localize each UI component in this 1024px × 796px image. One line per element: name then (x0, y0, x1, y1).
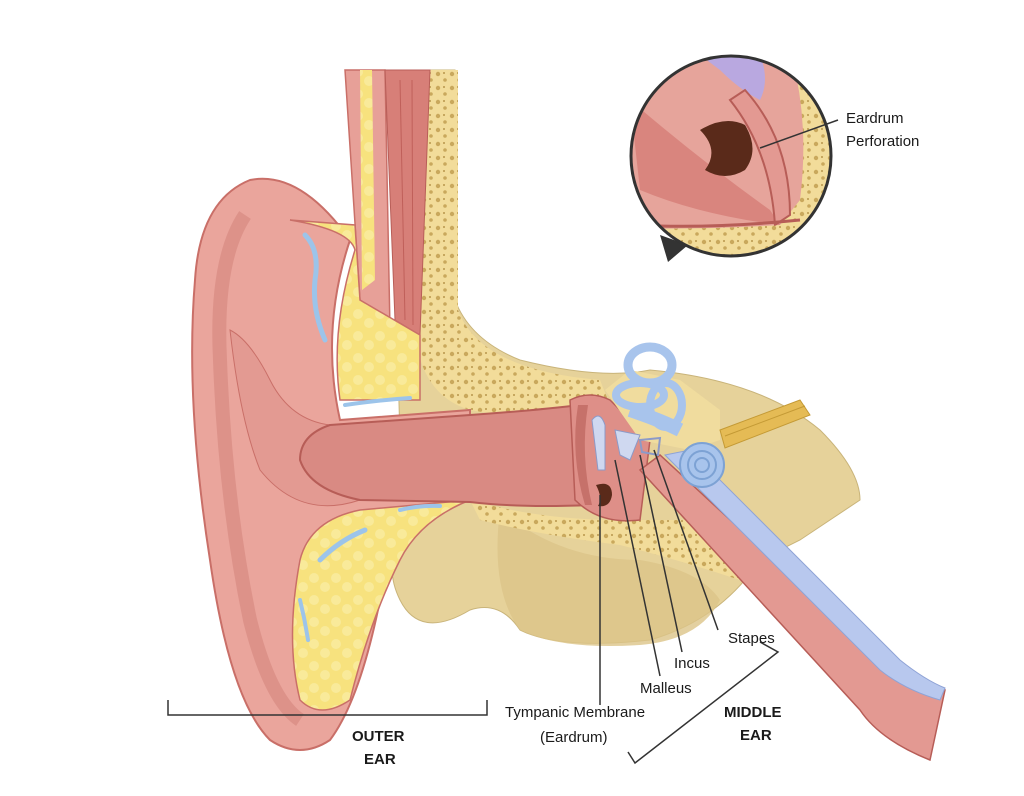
label-stapes: Stapes (728, 630, 775, 647)
pinna-cartilage (289, 219, 421, 401)
spongy-bone-upper (415, 70, 612, 415)
incus-bone (614, 429, 641, 461)
label-incus: Incus (674, 655, 710, 672)
label-middle-ear-2: EAR (740, 727, 772, 744)
spongy-bone-lower (470, 500, 747, 580)
malleus-bone (591, 415, 606, 471)
middle-ear-cavity (569, 394, 651, 522)
label-outer-ear-2: EAR (364, 751, 396, 768)
lobule-cartilage (291, 499, 471, 711)
label-malleus: Malleus (640, 680, 692, 697)
pinna-helix-shadow (212, 211, 305, 726)
ear-canal (298, 403, 592, 507)
tympanic-membrane (575, 405, 592, 505)
label-outer-ear-1: OUTER (352, 728, 405, 745)
magnifier-callout (629, 54, 833, 262)
auditory-nerve (719, 399, 811, 449)
cochlea (679, 442, 725, 488)
label-eardrum-perforation-2: Perforation (846, 133, 919, 150)
inner-ear (605, 342, 725, 488)
leader-lines (167, 119, 839, 765)
ossicles (591, 415, 662, 471)
label-tympanic-1: Tympanic Membrane (505, 704, 645, 721)
eustachian-tube-lining (663, 449, 946, 701)
skull-base (497, 510, 720, 646)
stapes-bone (638, 436, 662, 457)
label-middle-ear-1: MIDDLE (724, 704, 782, 721)
label-eardrum-perforation-1: Eardrum (846, 110, 904, 127)
label-tympanic-2: (Eardrum) (540, 729, 608, 746)
